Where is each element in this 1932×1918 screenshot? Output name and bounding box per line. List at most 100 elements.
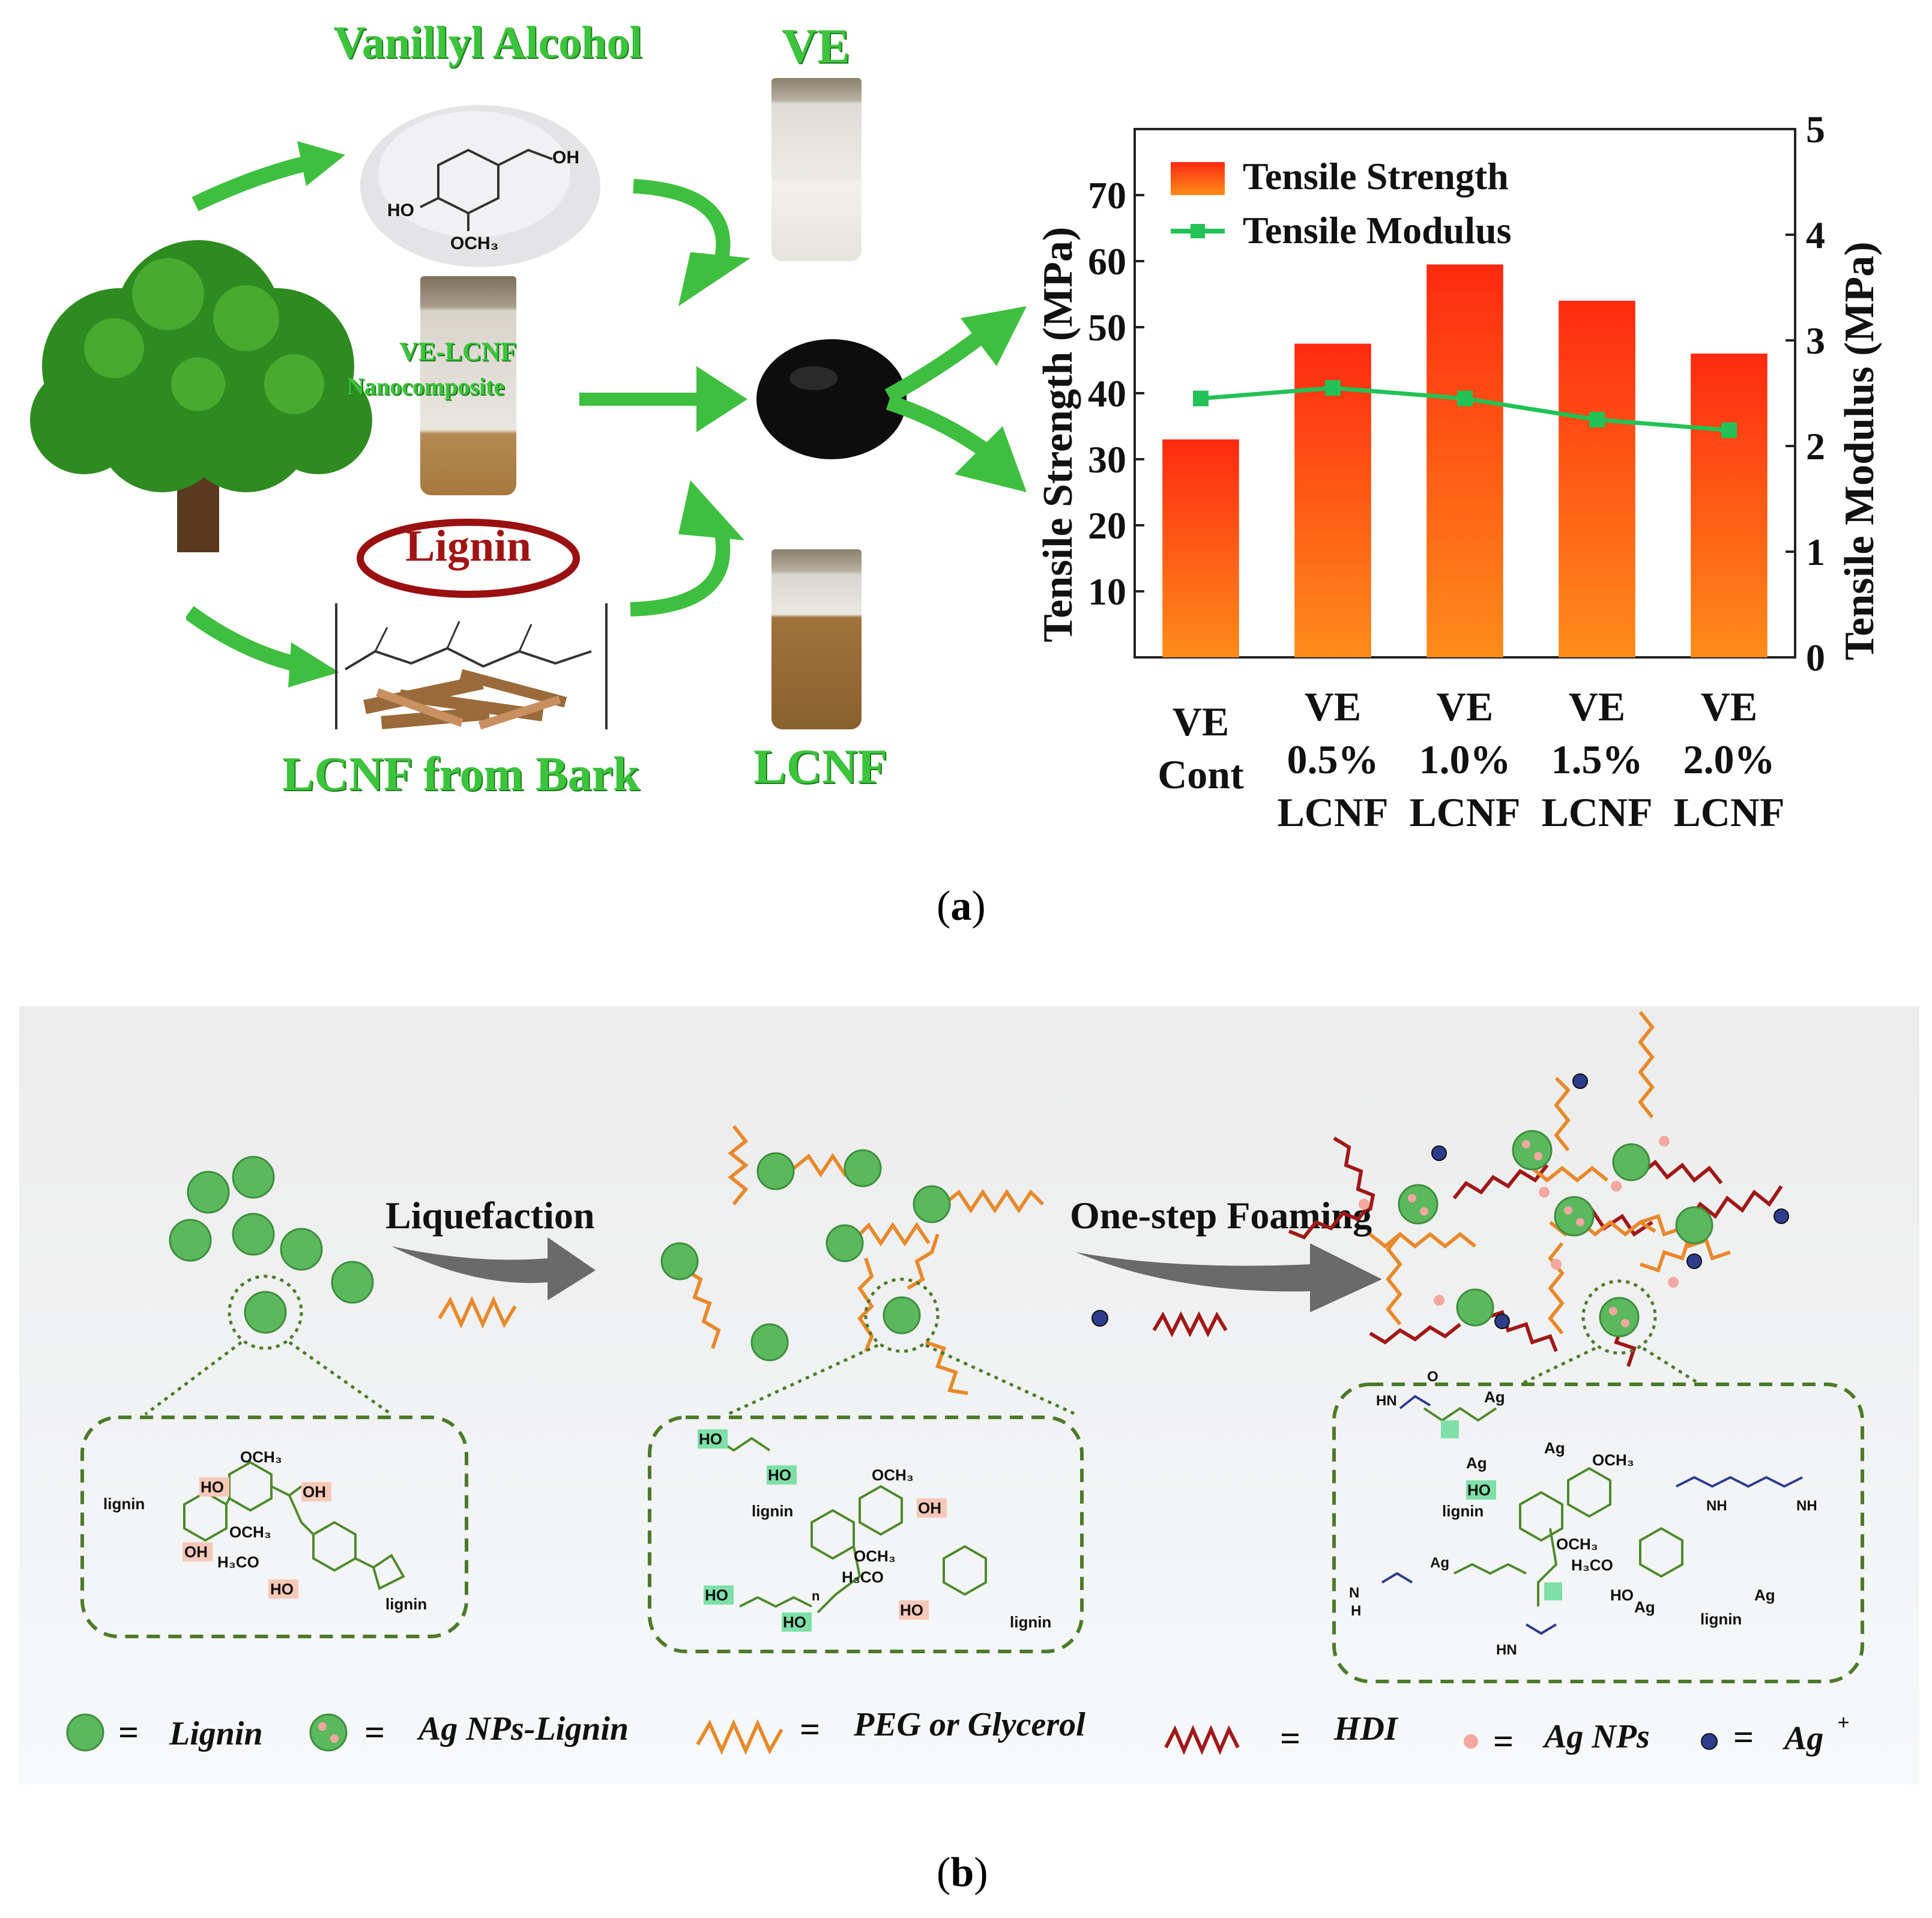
hdi-squiggle-small (1152, 1311, 1228, 1337)
lignin-sphere (1675, 1206, 1713, 1244)
y-tick-label: 10 (1088, 570, 1126, 613)
caption-a-letter: a (950, 883, 972, 929)
legend-equals: = (118, 1713, 139, 1752)
ve-lcnf-label: VE-LCNF (399, 337, 517, 366)
ve-lcnf-vial (420, 276, 516, 495)
stage3-agnps (1359, 1136, 1679, 1306)
chem-nh: NH (1706, 1498, 1727, 1514)
strength-bar (1426, 264, 1503, 657)
zoom-box-3 (1332, 1383, 1864, 1683)
legend-ag-lignin-icon (309, 1713, 348, 1752)
chem-o: O (1427, 1369, 1438, 1385)
ag-lignin-sphere (1512, 1130, 1553, 1171)
lignin-sphere (883, 1296, 921, 1334)
chem-h3co: H₃CO (217, 1553, 259, 1571)
vanillyl-powder-image: OH HO OCH₃ (360, 105, 600, 267)
lignin-structure-1-labels: OCH₃ HO OH lignin OCH₃ OH H₃CO HO lignin (103, 1448, 427, 1613)
modulus-point (1589, 412, 1605, 427)
chem-ag: Ag (1466, 1454, 1487, 1472)
lignin-structure-2 (714, 1437, 987, 1614)
black-disk-sample (756, 339, 907, 459)
y2-axis-label: Tensile Modulus (MPa) (1837, 242, 1883, 660)
strength-bar (1691, 354, 1767, 657)
legend-modulus-label: Tensile Modulus (1243, 209, 1512, 252)
modulus-point (1193, 390, 1209, 406)
legend-equals: = (1733, 1717, 1754, 1757)
liquefaction-arrow-icon (391, 1237, 596, 1300)
zoom-box-1 (80, 1416, 468, 1638)
stage2-peg-chains (684, 1125, 1045, 1395)
ag-lignin-sphere (1554, 1196, 1595, 1237)
chem-ho: HO (900, 1601, 923, 1619)
vanillyl-oh-text: OH (552, 148, 579, 167)
lignin-sphere (280, 1228, 323, 1271)
chem-och3: OCH₃ (1592, 1451, 1634, 1469)
y-tick-label: 60 (1088, 240, 1126, 283)
y2-tick-label: 3 (1806, 319, 1825, 362)
chem-hn: HN (1376, 1393, 1397, 1409)
arrow-tree-to-bark-icon (186, 606, 339, 687)
stage3-hdi-chains (1288, 1136, 1783, 1367)
chem-ho: HO (201, 1478, 224, 1496)
chem-oh: OH (184, 1543, 208, 1561)
chem-ho: HO (270, 1580, 294, 1598)
chem-och3: OCH₃ (240, 1448, 282, 1466)
stage3-agplus-ions (1431, 1073, 1789, 1329)
lignin-sphere (660, 1242, 699, 1280)
strength-bar (1162, 439, 1239, 657)
y2-tick-label: 1 (1806, 531, 1825, 573)
chem-ag: Ag (1544, 1439, 1565, 1457)
lignin-structure-3-labels: HN O Ag Ag Ag HO OCH₃ lignin OCH₃ H₃CO H… (1349, 1369, 1817, 1658)
lignin-structure-3 (1423, 1407, 1683, 1606)
modulus-point (1721, 422, 1737, 438)
y-tick-label: 20 (1088, 504, 1126, 547)
legend-agnp-label: Ag NPs (1542, 1718, 1650, 1755)
chem-lignin: lignin (103, 1495, 145, 1513)
x-category-label: 2.0% (1683, 737, 1775, 782)
legend-hdi-icon (1164, 1725, 1240, 1755)
legend-lignin-icon (66, 1713, 104, 1752)
legend-equals: = (1280, 1719, 1300, 1758)
x-category-label: VE (1305, 684, 1361, 729)
peg-squiggle-small (438, 1295, 517, 1329)
chem-och3: OCH₃ (872, 1466, 914, 1484)
legend-modulus-marker (1191, 224, 1205, 238)
lignin-sphere (913, 1185, 951, 1223)
legend-hdi-label: HDI (1333, 1710, 1399, 1748)
chem-ho: HO (699, 1430, 722, 1448)
zoom-circle-1 (228, 1274, 303, 1350)
legend-agnp-icon (1464, 1734, 1478, 1749)
bark-cellulose-image (335, 603, 608, 730)
lignin-oval (357, 519, 580, 598)
chem-h3co: H₃CO (842, 1568, 884, 1586)
legend-equals: = (364, 1713, 385, 1752)
stage3-peg-chains (1369, 1011, 1731, 1334)
y2-tick-label: 2 (1806, 425, 1825, 468)
ag-lignin-sphere (1398, 1184, 1438, 1225)
chem-ag: Ag (1754, 1586, 1775, 1604)
chem-nh: NH (1796, 1498, 1817, 1514)
chem-n: n (812, 1588, 820, 1603)
lignin-sphere (756, 1152, 795, 1190)
chem-oh: OH (918, 1499, 941, 1517)
strength-bar (1294, 343, 1371, 657)
lignin-structure-2-labels: HO HO HO HO OH HO OCH₃ OCH₃ H₃CO lignin … (698, 1429, 1051, 1632)
chem-ho: HO (1467, 1481, 1491, 1499)
chem-lignin: lignin (1442, 1502, 1484, 1520)
lignin-sphere (1612, 1143, 1650, 1181)
x-category-label: VE (1173, 699, 1229, 744)
x-category-label: LCNF (1277, 789, 1388, 835)
stage2-lignin-spheres (660, 1149, 951, 1362)
chem-ho: HO (705, 1586, 728, 1604)
chem-och3: OCH₃ (854, 1547, 896, 1565)
strength-bar (1559, 301, 1635, 657)
x-category-label: LCNF (1673, 789, 1784, 835)
ve-vial-label: VE (782, 19, 850, 73)
legend-agplus-label: Ag (1783, 1720, 1823, 1757)
chem-ag: Ag (1634, 1598, 1655, 1616)
curved-arrow-up-icon (630, 480, 744, 617)
y-axis-label: Tensile Strength (MPa) (1035, 227, 1081, 642)
chem-ho: HO (768, 1466, 791, 1484)
vanillyl-ho-text: HO (387, 201, 414, 220)
